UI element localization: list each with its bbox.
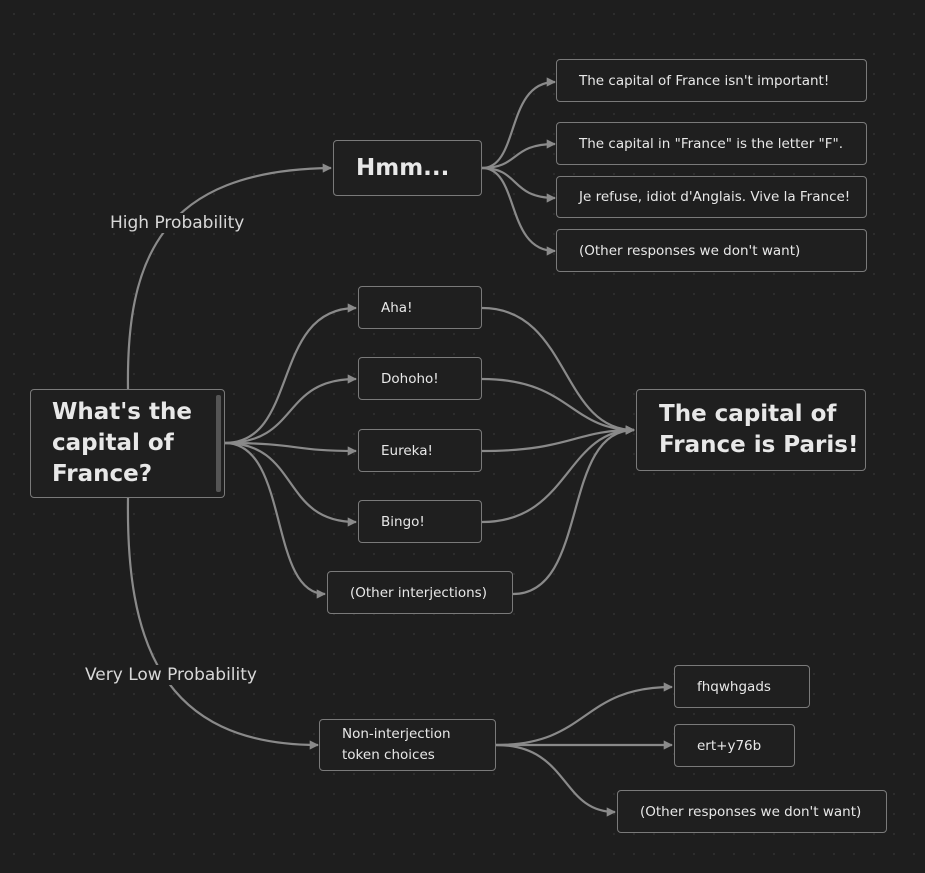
answer-text: The capital of France is Paris! [659,401,859,458]
hmm-text: Hmm... [356,155,450,181]
hmm-response-text: The capital in "France" is the letter "F… [579,135,844,152]
edge-other-interjections-to-answer [512,425,635,596]
interjection-text: Dohoho! [381,370,439,387]
interjection-text: Eureka! [381,442,433,459]
node-non-interjection[interactable]: Non-interjection token choices [319,719,496,771]
node-low-response-fhqwhgads[interactable]: fhqwhgads [674,665,810,708]
edge-hmm-to-response-2 [481,139,556,170]
edge-eureka-to-answer [481,425,635,453]
node-hmm-response-2[interactable]: The capital in "France" is the letter "F… [556,122,867,165]
node-low-response-erty76b[interactable]: ert+y76b [674,724,795,767]
node-interjection-dohoho[interactable]: Dohoho! [358,357,482,400]
interjection-text: (Other interjections) [350,584,487,601]
edge-non-interjection-to-other-responses [495,743,616,817]
low-response-text: ert+y76b [697,737,762,754]
interjection-text: Bingo! [381,513,425,530]
interjection-text: Aha! [381,299,413,316]
node-scrollbar[interactable] [216,395,221,492]
low-response-text: (Other responses we don't want) [640,803,862,820]
root-question-text: What's the capital of France? [52,399,192,487]
node-low-response-other[interactable]: (Other responses we don't want) [617,790,887,833]
edge-bingo-to-answer [481,425,635,524]
edge-root-to-non-interjection [126,497,319,750]
edge-hmm-to-response-1 [481,77,556,170]
node-interjection-aha[interactable]: Aha! [358,286,482,329]
node-interjection-eureka[interactable]: Eureka! [358,429,482,472]
edge-root-to-other-interjections [224,441,326,599]
node-interjection-bingo[interactable]: Bingo! [358,500,482,543]
edge-label-very-low-probability: Very Low Probability [82,665,260,685]
edge-root-to-hmm [126,163,332,391]
hmm-response-text: Je refuse, idiot d'Anglais. Vive la Fran… [579,189,851,205]
edge-hmm-to-response-3 [481,166,556,203]
edge-aha-to-answer [481,306,635,435]
node-hmm-response-4[interactable]: (Other responses we don't want) [556,229,867,272]
non-interjection-text: Non-interjection token choices [342,726,451,763]
edge-non-interjection-to-fhqwhgads [495,682,673,747]
edge-hmm-to-response-4 [481,166,556,256]
edge-root-to-dohoho [224,374,357,445]
edge-root-to-eureka [224,441,357,456]
low-response-text: fhqwhgads [697,678,771,695]
edge-root-to-bingo [224,441,357,527]
edge-label-high-probability: High Probability [107,213,248,233]
node-answer[interactable]: The capital of France is Paris! [636,389,866,471]
node-root-question[interactable]: What's the capital of France? [30,389,225,498]
edge-root-to-aha [224,303,357,445]
hmm-response-text: (Other responses we don't want) [579,242,801,259]
node-hmm[interactable]: Hmm... [333,140,482,196]
node-hmm-response-3[interactable]: Je refuse, idiot d'Anglais. Vive la Fran… [556,176,867,218]
hmm-response-text: The capital of France isn't important! [579,72,830,89]
node-hmm-response-1[interactable]: The capital of France isn't important! [556,59,867,102]
edge-dohoho-to-answer [481,377,635,435]
node-interjection-other[interactable]: (Other interjections) [327,571,513,614]
